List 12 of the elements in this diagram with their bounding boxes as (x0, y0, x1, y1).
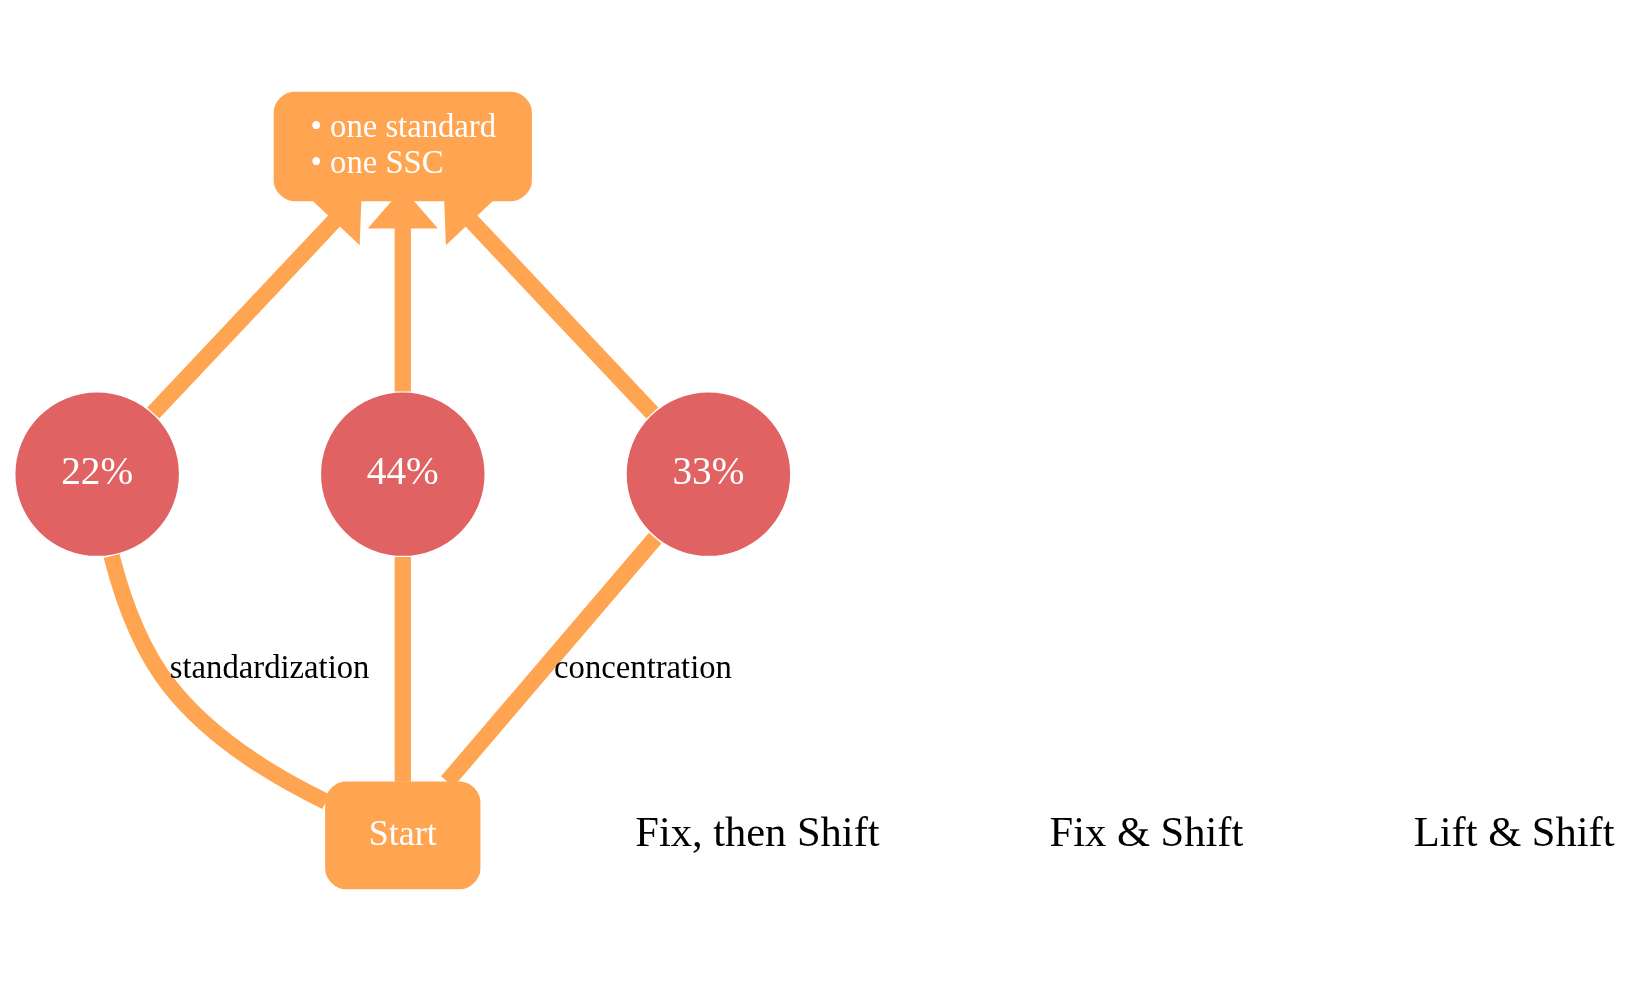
node-circle: 44% (319, 390, 487, 558)
node-circle: 33% (625, 390, 792, 558)
label: Lift & Shift (1413, 807, 1615, 855)
edge-label: standardization (169, 648, 370, 685)
connector (103, 553, 330, 809)
label: Fix & Shift (1049, 807, 1244, 855)
node-box: Start (325, 781, 481, 890)
edge-label: concentration (554, 648, 732, 685)
label: Fix, then Shift (635, 807, 880, 855)
node-circle: 22% (13, 390, 181, 558)
connector (394, 557, 411, 782)
node-box: • one standard • one SSC (273, 91, 532, 202)
